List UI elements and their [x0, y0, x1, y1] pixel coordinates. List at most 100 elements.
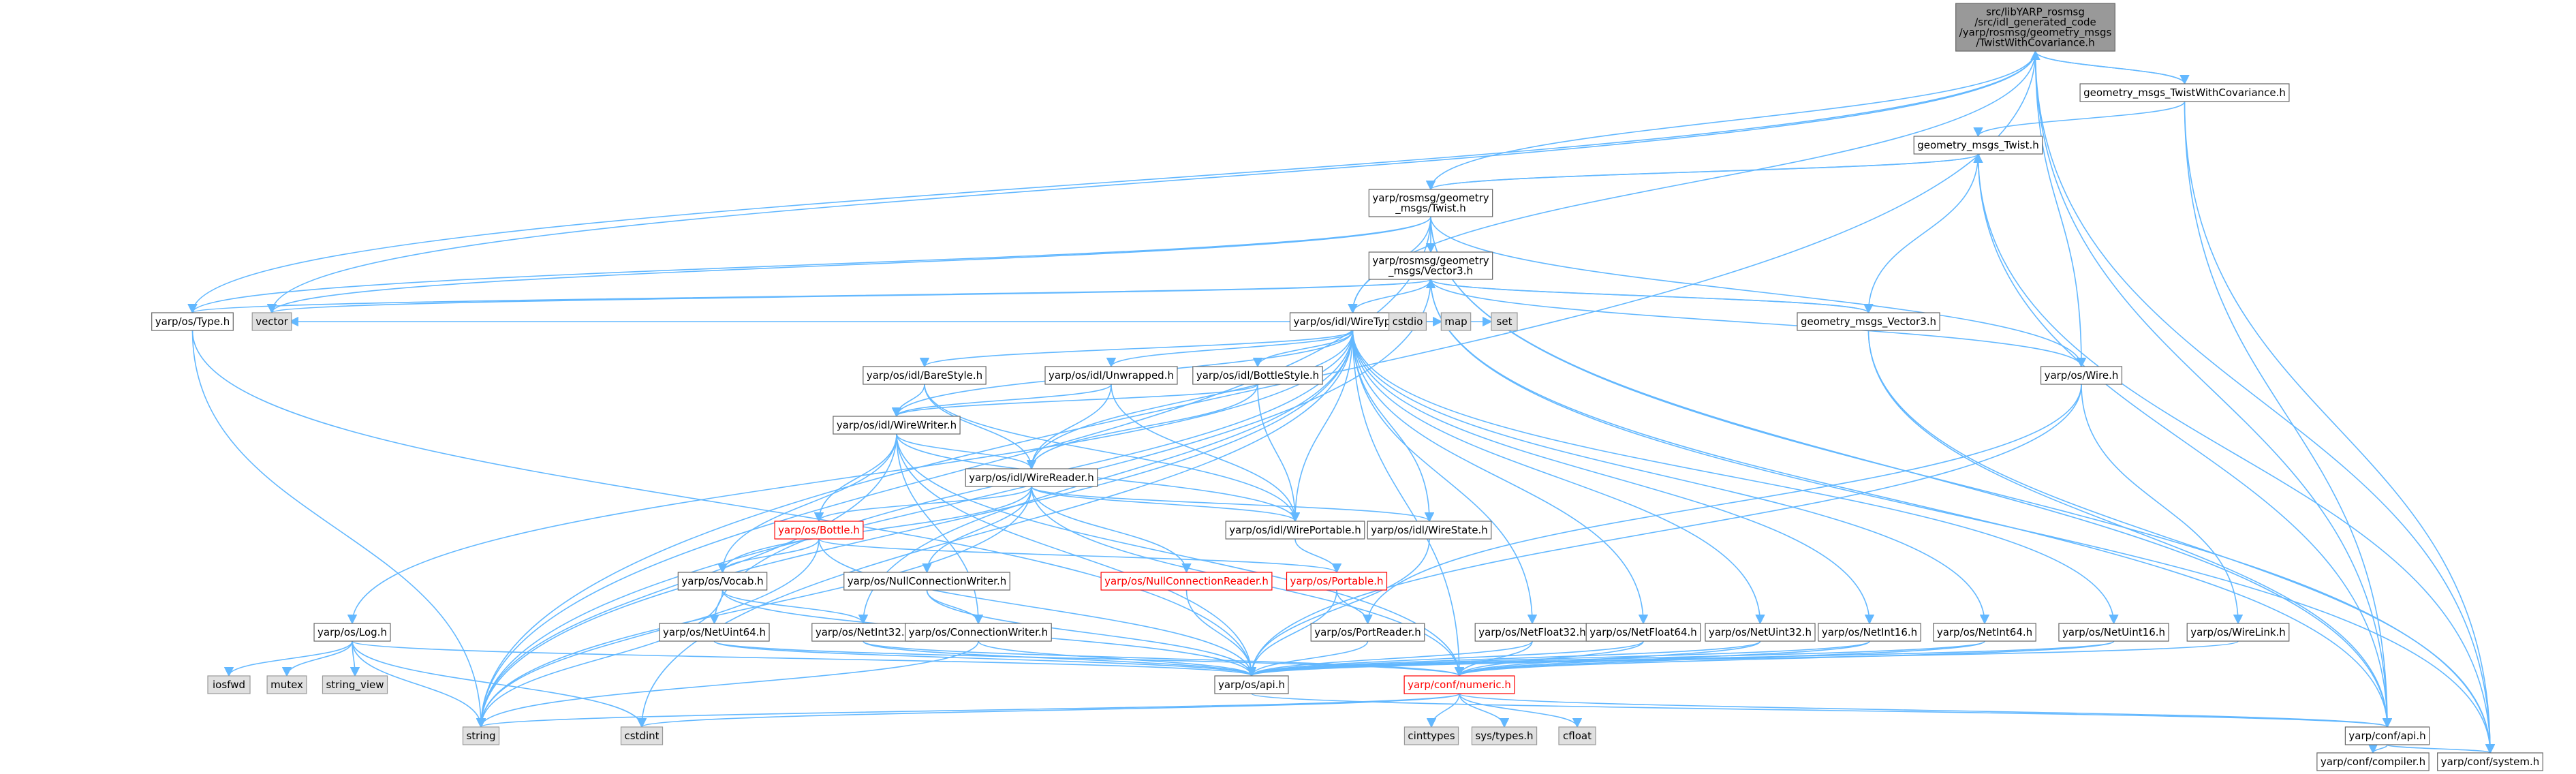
- node-wireportable[interactable]: yarp/os/idl/WirePortable.h: [1225, 521, 1365, 540]
- edge-wiretypes-to-netuint32: [1352, 330, 1765, 625]
- edge-numeric-to-systypes: [1459, 693, 1510, 728]
- edge-wirewriter-to-bottle: [813, 433, 897, 523]
- node-netfloat64[interactable]: yarp/os/NetFloat64.h: [1585, 623, 1701, 642]
- node-nullconnwriter[interactable]: yarp/os/NullConnectionWriter.h: [843, 572, 1010, 591]
- node-osapi[interactable]: yarp/os/api.h: [1214, 675, 1289, 694]
- edge-twist-to-gm_twist: [1430, 153, 1983, 190]
- node-label: yarp/os/api.h: [1218, 679, 1285, 691]
- node-box: [965, 468, 1098, 487]
- node-netint16[interactable]: yarp/os/NetInt16.h: [1818, 623, 1921, 642]
- node-box: [1044, 366, 1178, 385]
- node-box: [677, 572, 768, 591]
- edge-wiretypes-to-cstdint: [636, 330, 1354, 728]
- node-netuint64[interactable]: yarp/os/NetUint64.h: [659, 623, 770, 642]
- node-box: [833, 416, 961, 435]
- node-wirelink[interactable]: yarp/os/WireLink.h: [2186, 623, 2290, 642]
- node-label: map: [1444, 315, 1467, 328]
- node-type[interactable]: yarp/os/Type.h: [151, 312, 234, 331]
- edge-root-to-type: [187, 50, 2036, 314]
- node-unwrapped[interactable]: yarp/os/idl/Unwrapped.h: [1044, 366, 1178, 385]
- node-system[interactable]: yarp/conf/system.h: [2437, 752, 2543, 771]
- edge-wiretypes-to-wirestate: [1352, 330, 1435, 523]
- edge-wiretypes-to-unwrapped: [1106, 330, 1354, 368]
- node-netint64[interactable]: yarp/os/NetInt64.h: [1933, 623, 2036, 642]
- node-box: [1403, 675, 1515, 694]
- node-netuint32[interactable]: yarp/os/NetUint32.h: [1705, 623, 1816, 642]
- node-nullconnreader[interactable]: yarp/os/NullConnectionReader.h: [1100, 572, 1273, 591]
- node-box: [2040, 366, 2123, 385]
- node-bottlestyle[interactable]: yarp/os/idl/BottleStyle.h: [1192, 366, 1323, 385]
- node-numeric[interactable]: yarp/conf/numeric.h: [1403, 675, 1515, 694]
- edge-barestyle-to-wireportable: [924, 384, 1301, 523]
- node-label: src/libYARP_rosmsg: [1986, 6, 2085, 19]
- edge-log-to-mutex: [281, 640, 353, 677]
- node-portreader[interactable]: yarp/os/PortReader.h: [1310, 623, 1425, 642]
- node-box: [1933, 623, 2036, 642]
- node-wirewriter[interactable]: yarp/os/idl/WireWriter.h: [833, 416, 961, 435]
- node-netfloat32[interactable]: yarp/os/NetFloat32.h: [1474, 623, 1590, 642]
- node-vec3[interactable]: yarp/rosmsg/geometry_msgs/Vector3.h: [1368, 251, 1493, 280]
- node-box: [1403, 726, 1459, 745]
- node-box: [1471, 726, 1538, 745]
- node-vocab[interactable]: yarp/os/Vocab.h: [677, 572, 768, 591]
- node-label: yarp/os/NetInt16.h: [1822, 626, 1917, 638]
- edge-connwriter-to-osapi: [978, 640, 1256, 677]
- node-connwriter[interactable]: yarp/os/ConnectionWriter.h: [905, 623, 1052, 642]
- node-box: [266, 675, 307, 694]
- node-gm_vec3[interactable]: geometry_msgs_Vector3.h: [1797, 312, 1940, 331]
- node-label: yarp/conf/api.h: [2348, 730, 2425, 742]
- node-label: _msgs/Vector3.h: [1388, 265, 1473, 278]
- node-box: [1797, 312, 1940, 331]
- node-wirereader[interactable]: yarp/os/idl/WireReader.h: [965, 468, 1098, 487]
- edge-netint32-to-osapi: [863, 640, 1256, 677]
- edge-nullconnreader-to-osapi: [1185, 589, 1257, 677]
- node-gm_twist[interactable]: geometry_msgs_Twist.h: [1913, 136, 2043, 155]
- node-label: yarp/rosmsg/geometry: [1372, 192, 1489, 204]
- edge-root-to-system: [2034, 50, 2496, 754]
- edge-wiretypes-to-netfloat32: [1352, 330, 1538, 625]
- edge-log-to-string: [352, 640, 486, 728]
- node-netint32[interactable]: yarp/os/NetInt32.h: [811, 623, 915, 642]
- edge-netint16-to-osapi: [1247, 640, 1870, 677]
- node-box: [1310, 623, 1425, 642]
- node-label: /TwistWithCovariance.h: [1976, 37, 2094, 49]
- edge-vec3-to-system: [1430, 279, 2496, 754]
- node-label: yarp/os/idl/WirePortable.h: [1229, 524, 1361, 536]
- node-confapi[interactable]: yarp/conf/api.h: [2344, 726, 2430, 745]
- node-label: yarp/os/idl/BareStyle.h: [867, 369, 982, 382]
- node-label: geometry_msgs_TwistWithCovariance.h: [2083, 87, 2286, 99]
- node-gm_twc[interactable]: geometry_msgs_TwistWithCovariance.h: [2079, 83, 2290, 102]
- node-mutex: mutex: [266, 675, 307, 694]
- node-wire[interactable]: yarp/os/Wire.h: [2040, 366, 2123, 385]
- edge-twist-to-system: [1430, 216, 2496, 754]
- node-log[interactable]: yarp/os/Log.h: [313, 623, 391, 642]
- node-root[interactable]: src/libYARP_rosmsg/src/idl_generated_cod…: [1955, 3, 2115, 52]
- node-label: yarp/conf/numeric.h: [1408, 679, 1511, 691]
- node-twist[interactable]: yarp/rosmsg/geometry_msgs/Twist.h: [1368, 189, 1493, 217]
- node-label: yarp/os/ConnectionWriter.h: [909, 626, 1048, 638]
- edge-numeric-to-cstdint: [637, 693, 1460, 728]
- edge-nullconnwriter-to-connwriter: [926, 589, 984, 625]
- node-label: yarp/os/Portable.h: [1290, 575, 1384, 587]
- node-compiler[interactable]: yarp/conf/compiler.h: [2316, 752, 2430, 771]
- node-wirestate[interactable]: yarp/os/idl/WireState.h: [1367, 521, 1492, 540]
- edge-wirereader-to-vocab: [717, 486, 1032, 574]
- node-label: yarp/os/idl/WireWriter.h: [837, 419, 957, 431]
- node-label: yarp/os/NullConnectionReader.h: [1104, 575, 1269, 587]
- node-bottle[interactable]: yarp/os/Bottle.h: [774, 521, 864, 540]
- node-netuint16[interactable]: yarp/os/NetUint16.h: [2058, 623, 2169, 642]
- node-label: iosfwd: [213, 679, 245, 691]
- edge-twist-to-type: [187, 216, 1431, 314]
- edge-netuint16-to-numeric: [1455, 640, 2115, 677]
- node-barestyle[interactable]: yarp/os/idl/BareStyle.h: [863, 366, 987, 385]
- node-label: yarp/os/NetInt64.h: [1937, 626, 2032, 638]
- edge-netint32-to-numeric: [863, 640, 1464, 677]
- edge-wire-to-portreader: [1363, 384, 2082, 625]
- node-box: [1440, 312, 1472, 331]
- node-string_view: string_view: [322, 675, 388, 694]
- node-label: set: [1497, 315, 1512, 328]
- edge-unwrapped-to-wireportable: [1111, 384, 1301, 523]
- edge-gm_vec3-to-vec3: [1426, 278, 1869, 313]
- edge-numeric-to-cinttypes: [1426, 693, 1460, 728]
- node-portable[interactable]: yarp/os/Portable.h: [1286, 572, 1388, 591]
